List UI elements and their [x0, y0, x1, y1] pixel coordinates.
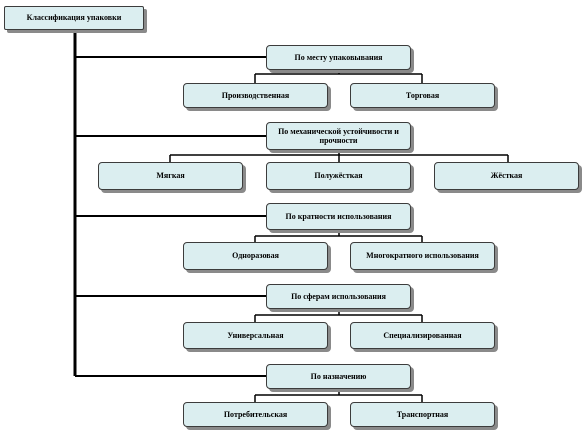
type-box-multi-use: Многократного использования — [350, 242, 495, 270]
type-box-consumer: Потребительская — [183, 402, 328, 427]
root-box: Классификация упаковки — [4, 6, 144, 30]
type-box-industrial: Производственная — [183, 83, 328, 108]
type-box-transport: Транспортная — [350, 402, 495, 427]
category-box-purpose: По назначению — [266, 364, 411, 389]
category-box-mechanical: По механической устойчивости и прочности — [266, 122, 411, 150]
category-box-sphere: По сферам использования — [266, 284, 411, 309]
type-box-soft: Мягкая — [98, 162, 243, 190]
type-box-rigid: Жёсткая — [434, 162, 579, 190]
category-box-placement: По месту упаковывания — [266, 45, 411, 70]
category-box-reuse: По кратности использования — [266, 203, 411, 230]
type-box-universal: Универсальная — [183, 322, 328, 349]
type-box-single-use: Одноразовая — [183, 242, 328, 270]
type-box-semi-rigid: Полужёсткая — [266, 162, 411, 190]
type-box-specialized: Специализированная — [350, 322, 495, 349]
type-box-retail: Торговая — [350, 83, 495, 108]
